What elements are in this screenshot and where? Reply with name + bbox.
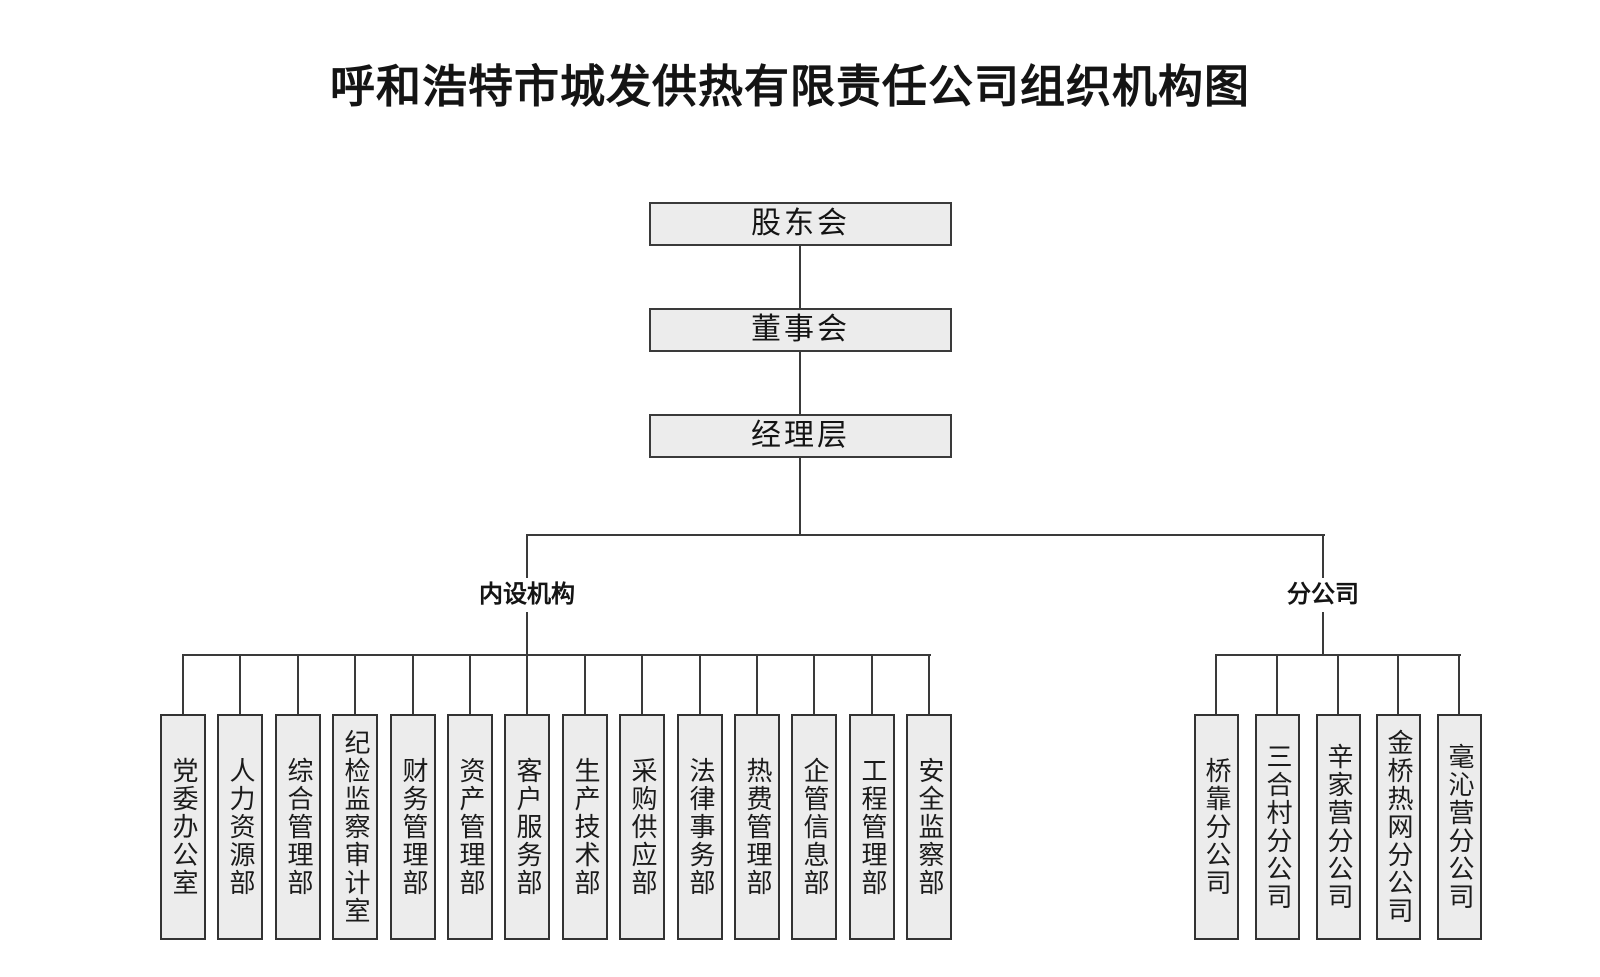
unit-label: 企管信息部 xyxy=(800,757,829,897)
unit-label: 纪检监察审计室 xyxy=(341,729,370,925)
branch-box: 桥靠分公司 xyxy=(1193,714,1239,940)
connector-stub xyxy=(412,654,414,714)
unit-label: 客户服务部 xyxy=(513,757,542,897)
department-box: 热费管理部 xyxy=(734,714,780,940)
connector-stub xyxy=(1397,654,1399,714)
connector-stub xyxy=(699,654,701,714)
department-box: 企管信息部 xyxy=(791,714,837,940)
department-box: 工程管理部 xyxy=(849,714,895,940)
unit-label: 工程管理部 xyxy=(858,757,887,897)
unit-label: 安全监察部 xyxy=(915,757,944,897)
unit-label: 人力资源部 xyxy=(226,757,255,897)
unit-label: 辛家营分公司 xyxy=(1324,743,1353,911)
branch-box: 三合村分公司 xyxy=(1254,714,1300,940)
department-box: 生产技术部 xyxy=(562,714,608,940)
unit-label: 热费管理部 xyxy=(743,757,772,897)
department-box: 纪检监察审计室 xyxy=(332,714,378,940)
shareholders-meeting-box: 股东会 xyxy=(649,202,952,246)
internal-organs-label: 内设机构 xyxy=(471,578,583,612)
unit-label: 资产管理部 xyxy=(456,757,485,897)
department-box: 法律事务部 xyxy=(677,714,723,940)
connector-stub xyxy=(1215,654,1217,714)
chart-title: 呼和浩特市城发供热有限责任公司组织机构图 xyxy=(329,62,1250,112)
department-box: 综合管理部 xyxy=(275,714,321,940)
unit-label: 三合村分公司 xyxy=(1263,743,1292,911)
connector-stub xyxy=(584,654,586,714)
department-box: 人力资源部 xyxy=(217,714,263,940)
connector-stub xyxy=(641,654,643,714)
unit-label: 毫沁营分公司 xyxy=(1445,743,1474,911)
department-box: 党委办公室 xyxy=(160,714,206,940)
connector-line xyxy=(799,246,801,308)
department-box: 资产管理部 xyxy=(447,714,493,940)
connector-stub xyxy=(354,654,356,714)
department-box: 采购供应部 xyxy=(619,714,665,940)
connector-line xyxy=(799,456,801,536)
department-box: 财务管理部 xyxy=(390,714,436,940)
unit-label: 金桥热网分公司 xyxy=(1384,729,1413,925)
unit-label: 综合管理部 xyxy=(284,757,313,897)
connector-line xyxy=(526,534,1325,536)
unit-label: 法律事务部 xyxy=(686,757,715,897)
connector-stub xyxy=(871,654,873,714)
connector-stub xyxy=(1458,654,1460,714)
branch-companies-label: 分公司 xyxy=(1279,578,1367,612)
branch-box: 辛家营分公司 xyxy=(1315,714,1361,940)
unit-label: 桥靠分公司 xyxy=(1202,757,1231,897)
unit-label: 党委办公室 xyxy=(169,757,198,897)
branch-box: 毫沁营分公司 xyxy=(1436,714,1482,940)
connector-stub xyxy=(756,654,758,714)
connector-line xyxy=(799,352,801,414)
connector-stub xyxy=(1337,654,1339,714)
connector-stub xyxy=(526,654,528,714)
connector-line xyxy=(182,654,931,656)
unit-label: 采购供应部 xyxy=(628,757,657,897)
management-level-box: 经理层 xyxy=(649,414,952,458)
unit-label: 生产技术部 xyxy=(571,757,600,897)
unit-label: 财务管理部 xyxy=(399,757,428,897)
connector-stub xyxy=(813,654,815,714)
connector-stub xyxy=(239,654,241,714)
connector-stub xyxy=(182,654,184,714)
board-of-directors-box: 董事会 xyxy=(649,308,952,352)
department-box: 客户服务部 xyxy=(504,714,550,940)
connector-stub xyxy=(928,654,930,714)
connector-stub xyxy=(297,654,299,714)
branch-box: 金桥热网分公司 xyxy=(1375,714,1421,940)
department-box: 安全监察部 xyxy=(906,714,952,940)
connector-stub xyxy=(1276,654,1278,714)
connector-stub xyxy=(469,654,471,714)
